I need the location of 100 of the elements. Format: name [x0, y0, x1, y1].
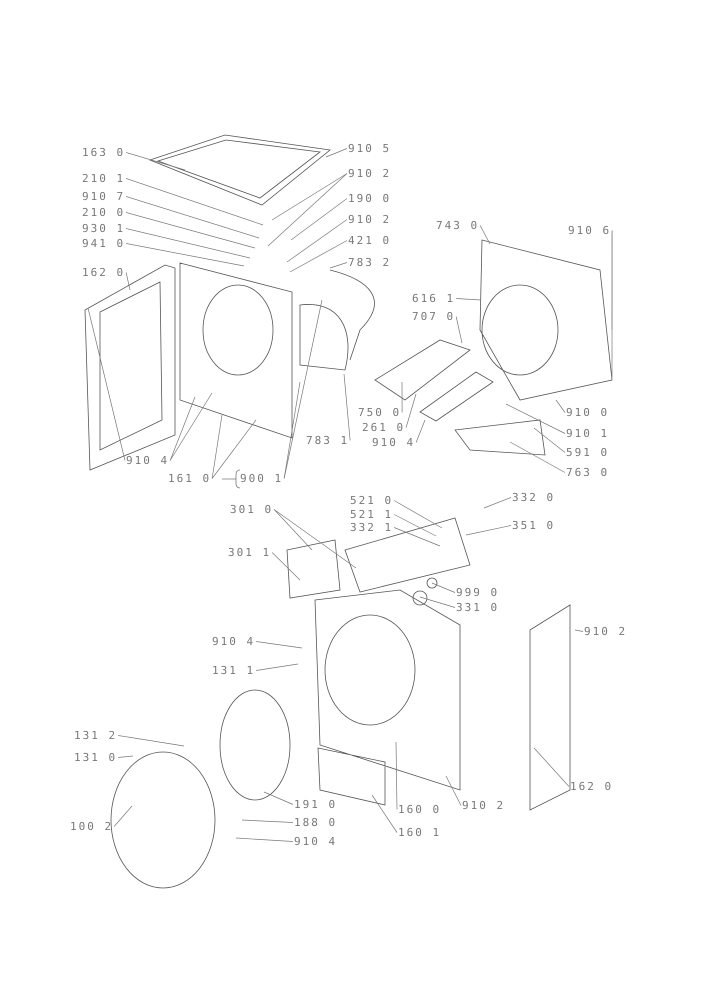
callout-number: 331 0 [456, 601, 500, 614]
leader-line [126, 243, 244, 266]
leader-line [212, 414, 222, 479]
callout-number: 332 1 [350, 521, 394, 534]
leader-line [126, 272, 130, 290]
callout-number: 210 0 [82, 206, 126, 219]
leader-line [126, 152, 186, 170]
leader-line [290, 240, 348, 272]
leader-line [394, 527, 440, 546]
callout-number: 616 1 [412, 292, 456, 305]
callout-number: 910 7 [82, 190, 126, 203]
leader-line [242, 820, 294, 823]
leader-line [264, 792, 294, 805]
leader-line [286, 219, 348, 262]
callout-number: 707 0 [412, 310, 456, 323]
callout-number: 910 4 [372, 436, 416, 449]
callout-number: 162 0 [570, 780, 614, 793]
callout-number: 910 5 [348, 142, 392, 155]
leader-line [290, 198, 348, 240]
leader-line [394, 514, 436, 536]
leader-line [114, 806, 132, 827]
callout-number: 301 1 [228, 546, 272, 559]
callout-number: 910 6 [568, 224, 612, 237]
leader-line [126, 196, 260, 238]
leader-line [396, 742, 398, 810]
callout-number: 521 1 [350, 508, 394, 521]
callout-number: 910 4 [294, 835, 338, 848]
leader-line [556, 400, 566, 413]
leader-line [284, 300, 322, 479]
leader-line [534, 428, 566, 453]
callout-number: 591 0 [566, 446, 610, 459]
callout-number: 910 2 [462, 799, 506, 812]
callout-number: 351 0 [512, 519, 556, 532]
leader-line [118, 735, 184, 746]
callout-number: 900 1 [240, 472, 284, 485]
leader-line [406, 394, 416, 428]
leader-line [256, 664, 298, 671]
leader-line [372, 794, 398, 833]
callout-number: 750 0 [358, 406, 402, 419]
leader-line [446, 776, 462, 806]
leader-line [170, 396, 196, 461]
leader-line [466, 525, 512, 536]
leader-line [272, 173, 348, 220]
callout-number: 131 0 [74, 751, 118, 764]
leader-line [394, 500, 442, 528]
leader-line [272, 552, 300, 580]
leader-line [484, 497, 512, 508]
callout-number: 191 0 [294, 798, 338, 811]
leader-line [574, 630, 584, 632]
leader-line [284, 382, 300, 479]
leader-line [420, 596, 456, 608]
callout-number: 301 0 [230, 503, 274, 516]
leader-line [480, 225, 490, 244]
callout-number: 999 0 [456, 586, 500, 599]
callout-number: 910 2 [584, 625, 628, 638]
leader-line [432, 582, 456, 593]
leader-line [534, 748, 570, 787]
leader-line [88, 308, 126, 461]
leader-line [126, 178, 264, 226]
callout-number: 163 0 [82, 146, 126, 159]
callout-number: 332 0 [512, 491, 556, 504]
callout-number: 910 1 [566, 427, 610, 440]
callout-number: 160 0 [398, 803, 442, 816]
callout-number: 190 0 [348, 192, 392, 205]
leader-line [268, 173, 348, 246]
callout-number: 261 0 [362, 421, 406, 434]
leader-line [456, 298, 482, 300]
callout-number: 930 1 [82, 222, 126, 235]
callout-number: 100 2 [70, 820, 114, 833]
callout-number: 521 0 [350, 494, 394, 507]
callout-number: 162 0 [82, 266, 126, 279]
leader-line [126, 212, 256, 248]
callout-number: 160 1 [398, 826, 442, 839]
callout-number: 131 1 [212, 664, 256, 677]
callout-number: 910 0 [566, 406, 610, 419]
leader-line [236, 838, 294, 842]
leader-line [274, 509, 312, 550]
callout-number: 188 0 [294, 816, 338, 829]
callout-number: 763 0 [566, 466, 610, 479]
leader-line [510, 442, 566, 473]
callout-number: 783 1 [306, 434, 350, 447]
leader-line [126, 228, 250, 258]
leader-line [506, 404, 566, 434]
leader-line [170, 392, 212, 461]
leader-line [456, 316, 462, 344]
leader-line [330, 262, 348, 268]
leader-line [118, 756, 134, 758]
callout-number: 210 1 [82, 172, 126, 185]
callout-number: 421 0 [348, 234, 392, 247]
callout-number: 910 4 [212, 635, 256, 648]
callout-number: 783 2 [348, 256, 392, 269]
callout-number: 910 2 [348, 213, 392, 226]
leader-line [344, 374, 350, 441]
callout-number: 161 0 [168, 472, 212, 485]
leader-line [416, 420, 426, 443]
leader-line [326, 148, 348, 158]
callout-number: 910 2 [348, 167, 392, 180]
callout-number: 941 0 [82, 237, 126, 250]
callout-number: 131 2 [74, 729, 118, 742]
leader-line [212, 420, 256, 479]
